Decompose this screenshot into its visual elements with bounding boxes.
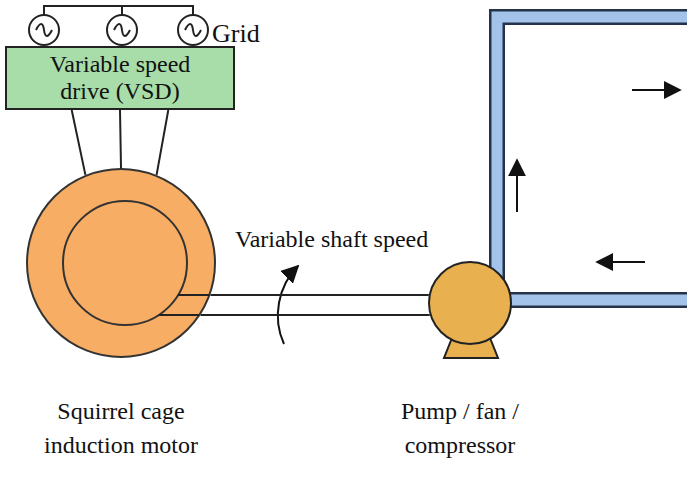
pump-outline — [428, 261, 512, 360]
shaft-stub — [159, 314, 200, 316]
pump-casing — [429, 262, 511, 344]
pipe-outline — [485, 292, 687, 308]
flow-arrow — [597, 261, 645, 263]
shaft-stub — [178, 294, 209, 296]
component-label: Squirrel cage induction motor — [16, 395, 226, 462]
power-cable — [72, 110, 169, 175]
motor-outline — [26, 168, 216, 358]
stator-circle — [27, 169, 215, 357]
flow-arrow — [632, 89, 680, 91]
pipe — [485, 295, 687, 306]
rotor-circle — [63, 201, 187, 325]
grid-label: Grid — [212, 20, 260, 49]
drive-shaft — [201, 295, 430, 315]
flow-arrow — [516, 160, 518, 212]
pipe — [497, 17, 687, 285]
pipe-outline — [497, 17, 687, 285]
ac-source — [29, 15, 59, 45]
drive-box: Variable speed drive (VSD) — [5, 46, 235, 110]
ac-source — [107, 15, 137, 45]
box-label: Variable speed drive (VSD) — [33, 51, 208, 105]
ac-source — [178, 15, 208, 45]
pump-symbol: Pump / fan / compressor — [428, 261, 512, 360]
edge-label: Variable shaft speed — [233, 226, 430, 252]
component-label: Pump / fan / compressor — [380, 395, 540, 462]
grid-bus — [44, 6, 193, 15]
motor-circle: Squirrel cage induction motor — [26, 168, 216, 358]
rotation-arrow — [278, 266, 298, 344]
